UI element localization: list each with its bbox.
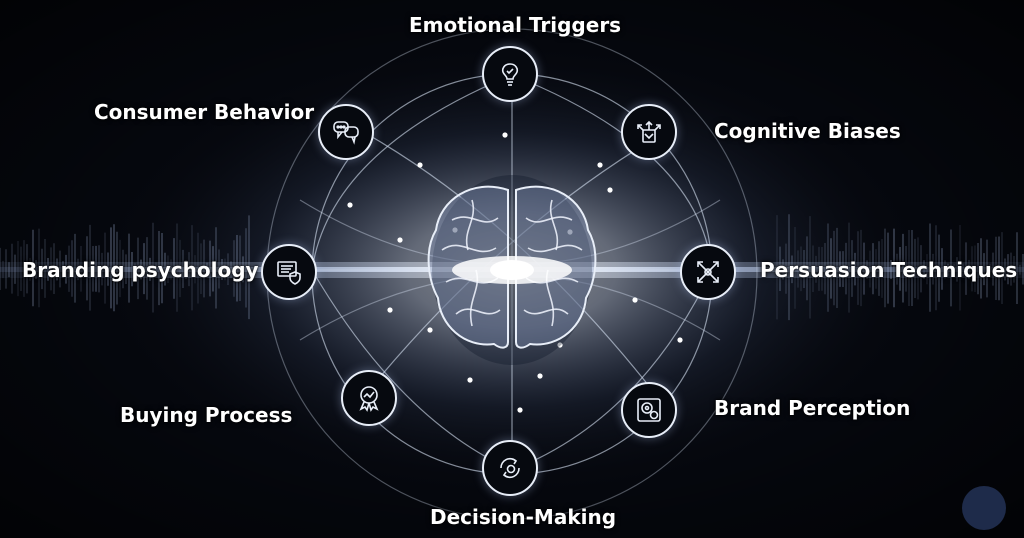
crossed-arrows-icon <box>697 261 719 283</box>
label-cognitive-biases: Cognitive Biases <box>714 119 901 143</box>
node-consumer-behavior <box>318 104 374 160</box>
document-shield-icon <box>277 261 301 285</box>
cycle-target-icon <box>500 457 520 479</box>
node-decision-making <box>482 440 538 496</box>
node-branding-psychology <box>261 244 317 300</box>
award-ribbon-icon <box>359 386 379 412</box>
label-buying-process: Buying Process <box>120 403 293 427</box>
speech-bubbles-icon <box>333 121 359 145</box>
label-persuasion-techniques: Persuasion Techniques <box>760 258 1018 282</box>
decision-arrows-icon <box>637 120 661 143</box>
lightbulb-icon <box>501 63 519 86</box>
node-persuasion-techniques <box>680 244 736 300</box>
label-branding-psychology: Branding psychology <box>22 258 259 282</box>
label-consumer-behavior: Consumer Behavior <box>94 100 315 124</box>
label-emotional-triggers: Emotional Triggers <box>409 13 622 37</box>
node-emotional-triggers <box>482 46 538 102</box>
node-buying-process <box>341 370 397 426</box>
node-cognitive-biases <box>621 104 677 160</box>
label-decision-making: Decision-Making <box>430 505 617 529</box>
label-brand-perception: Brand Perception <box>714 396 911 420</box>
floating-action-button[interactable] <box>962 486 1006 530</box>
node-brand-perception <box>621 382 677 438</box>
perception-box-icon <box>637 398 661 422</box>
